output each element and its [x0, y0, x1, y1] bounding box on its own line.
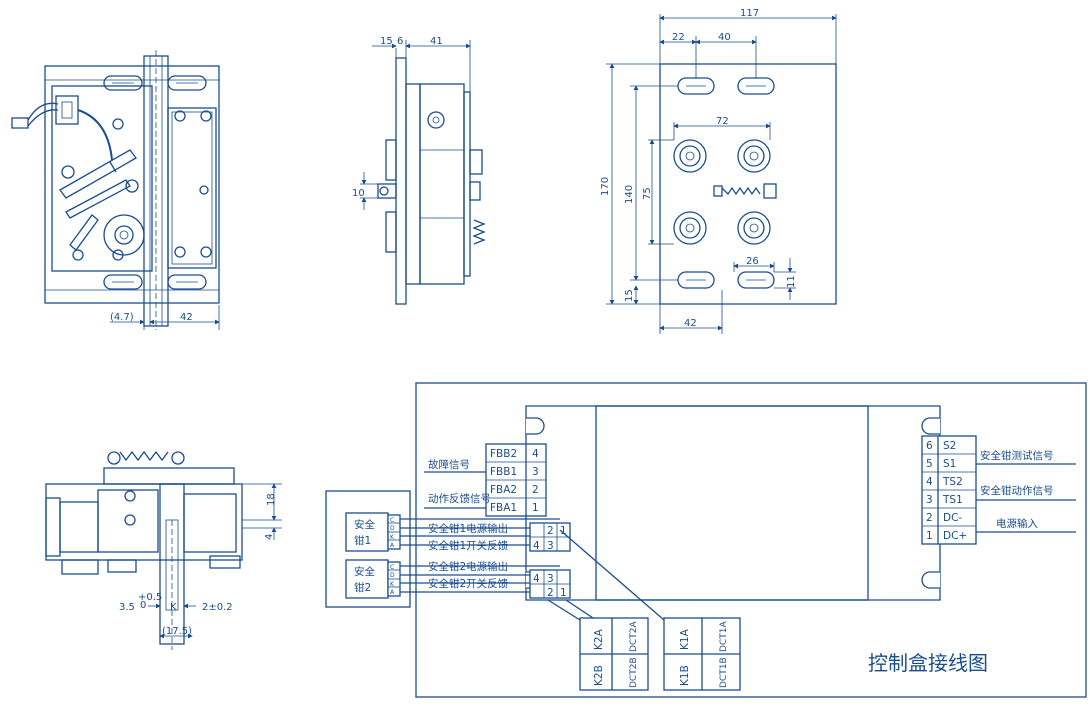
wiring-title: 控制盒接线图: [868, 651, 988, 675]
relay1-k1a: K1A: [679, 628, 691, 650]
plate-dim-26: 26: [746, 256, 759, 267]
right-terminal-label: DC+: [943, 530, 967, 542]
plate-dim-left: 22: [672, 32, 685, 43]
left-terminal-label: FBA1: [490, 502, 517, 514]
relay1-dct1a: DCT1A: [719, 621, 729, 652]
c1-pin-a: A: [390, 542, 395, 549]
conn2-num2: 2: [547, 587, 554, 599]
relay1-dct1b: DCT1B: [719, 657, 729, 688]
conn1-num3: 3: [547, 540, 554, 552]
wiring-frame: [415, 382, 1087, 698]
right-terminal-num: 5: [926, 458, 933, 470]
bottom-dim-35: 3.5: [119, 602, 135, 613]
plate-dim-h-75: 75: [642, 187, 653, 200]
right-terminal-label: DC-: [943, 512, 962, 524]
left-terminal-num: 3: [532, 466, 539, 478]
side-dim-a: 15: [380, 36, 393, 47]
bottom-dim-35-tol-upper: +0.5: [138, 592, 162, 603]
plate-dim-bolt: 72: [716, 116, 729, 127]
bottom-dim-175: (17.5): [162, 626, 192, 637]
left-terminal-num: 2: [532, 484, 539, 496]
clamp2-name-a: 安全: [354, 565, 375, 578]
bottom-dim-4: 4: [264, 534, 275, 540]
right-terminal-num: 1: [926, 530, 933, 542]
c2-pin-c: C: [390, 564, 394, 571]
front-plate: [44, 65, 220, 304]
side-plate: [395, 57, 407, 305]
relay2-dct2a: DCT2A: [629, 621, 639, 652]
side-dim-b: 6: [397, 36, 403, 47]
c2-pin-a: A: [390, 589, 395, 596]
control-box: [525, 405, 941, 601]
left-terminal-num: 1: [532, 502, 539, 514]
conn2-num1: 1: [560, 587, 567, 599]
mounting-plate: [659, 63, 837, 305]
left-terminal-num: 4: [532, 448, 539, 460]
front-dim-offset: (4.7): [110, 312, 134, 323]
conn2-num3: 3: [547, 573, 554, 585]
clamp2-power-label: 安全钳2电源输出: [428, 560, 508, 573]
clamp-action-signal-label: 安全钳动作信号: [980, 484, 1054, 497]
bottom-dim-35-tol-lower: 0: [140, 600, 146, 611]
side-view: 15 6 41 10: [352, 36, 486, 305]
bottom-dim-k: K: [170, 602, 177, 613]
bottom-dim-2: 2±0.2: [202, 602, 233, 613]
right-terminal-label: TS1: [942, 494, 963, 506]
fault-signal-label: 故障信号: [428, 458, 470, 471]
left-terminal-label: FBB1: [490, 466, 517, 478]
plate-dim-h-15: 15: [624, 289, 635, 302]
right-terminal-label: S1: [943, 458, 956, 470]
relay1-k1b: K1B: [679, 665, 691, 686]
right-terminal-num: 4: [926, 476, 933, 488]
c1-pin-k: K: [390, 534, 395, 541]
plate-dim-total: 117: [740, 8, 759, 19]
conn1-num2: 2: [547, 525, 554, 537]
right-terminal-num: 2: [926, 512, 933, 524]
clamp1-switch-label: 安全钳1开关反馈: [428, 539, 509, 552]
right-terminal-num: 3: [926, 494, 933, 506]
plate-view: 117 22 40 72 170 140 75 15 42 26: [600, 8, 837, 334]
bottom-dim-18: 18: [266, 493, 277, 506]
clamp2-box: [345, 559, 389, 599]
power-input-label: 电源输入: [996, 517, 1038, 530]
clamp1-name-a: 安全: [354, 518, 375, 531]
action-feedback-label: 动作反馈信号: [428, 492, 491, 505]
clamp2-switch-label: 安全钳2开关反馈: [428, 577, 509, 590]
side-dim-c: 41: [430, 36, 443, 47]
conn2-num4: 4: [533, 573, 540, 585]
clamp-test-signal-label: 安全钳测试信号: [980, 449, 1054, 462]
right-terminal-label: TS2: [942, 476, 963, 488]
clamp1-name-b: 钳1: [354, 534, 371, 547]
plate-dim-h-140: 140: [624, 185, 635, 204]
conn1-num1: 1: [560, 525, 567, 537]
c1-pin-d: D: [390, 525, 395, 532]
front-dim-width: 42: [180, 312, 193, 323]
c2-pin-d: D: [390, 572, 395, 579]
c1-pin-c: C: [390, 517, 394, 524]
top-bar: [103, 467, 235, 485]
clamp1-power-label: 安全钳1电源输出: [428, 522, 508, 535]
left-terminal-label: FBB2: [490, 448, 517, 460]
clamp1-box: [345, 512, 389, 552]
relay2-dct2b: DCT2B: [629, 657, 639, 688]
plate-dim-11: 11: [786, 275, 797, 288]
relay2-k2b: K2B: [593, 665, 605, 686]
right-terminal-label: S2: [943, 440, 956, 452]
side-dim-height: 10: [352, 188, 365, 199]
right-terminal-num: 6: [926, 440, 933, 452]
conn1-num4: 4: [533, 540, 540, 552]
relay2-k2a: K2A: [593, 628, 605, 650]
left-terminal-label: FBA2: [490, 484, 517, 496]
bottom-view: 18 4 3.5 +0.5 0 K 2±0.2 (17.5): [45, 450, 282, 650]
safety-clamp-box: [325, 490, 411, 608]
front-view: (4.7) 42: [11, 50, 220, 330]
clamp2-name-b: 钳2: [354, 581, 371, 594]
plate-dim-bottom: 42: [684, 318, 697, 329]
plate-dim-h-total: 170: [600, 177, 611, 196]
plate-dim-slot: 40: [718, 32, 731, 43]
c2-pin-k: K: [390, 581, 395, 588]
